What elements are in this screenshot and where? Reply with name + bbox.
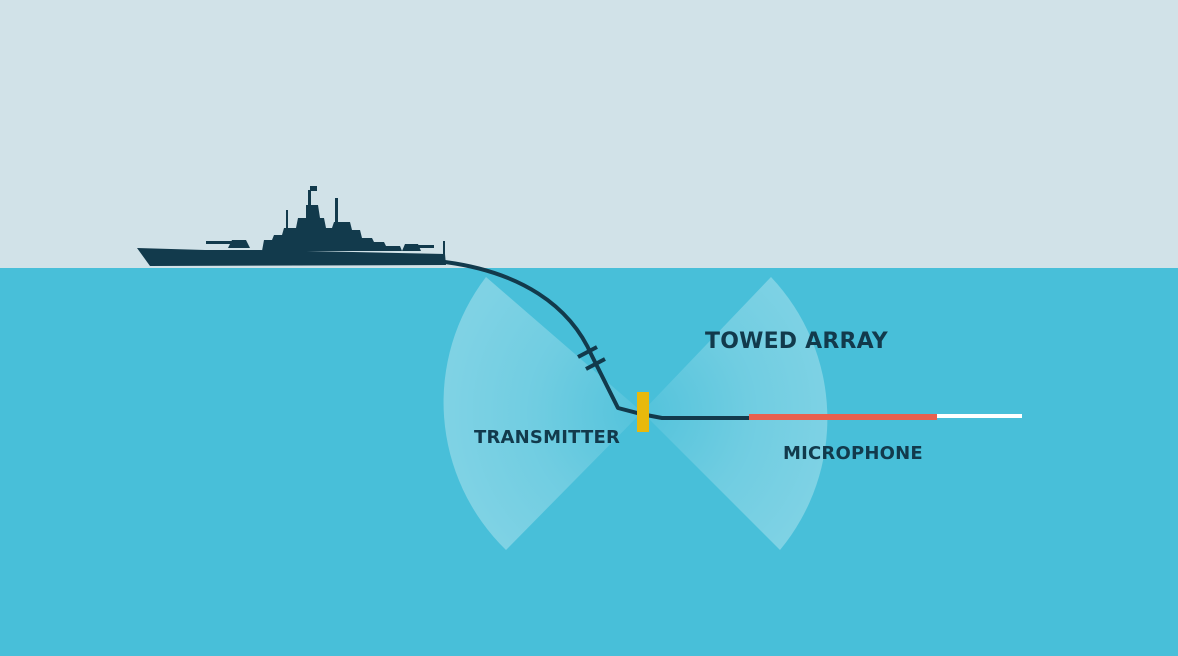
- ship-mast-small: [286, 210, 288, 230]
- ship-hull: [137, 248, 446, 266]
- cable-connector-mark-2: [585, 357, 606, 371]
- sonar-cone: [443, 277, 828, 550]
- tow-cable: [444, 260, 750, 420]
- microphone-label: MICROPHONE: [783, 443, 923, 464]
- warship: [137, 186, 446, 266]
- towed-array-label: TOWED ARRAY: [705, 329, 888, 354]
- ship-superstructure: [262, 205, 402, 251]
- transmitter-block: [637, 392, 649, 432]
- ship-mast-main: [308, 190, 311, 210]
- ship-stern-pole: [443, 241, 445, 255]
- ship-forward-gun: [206, 241, 234, 244]
- sky: [0, 0, 1178, 268]
- ship-rear-gun: [418, 245, 434, 248]
- ship-mast-rear: [335, 198, 338, 226]
- ship-rear-turret: [402, 244, 421, 251]
- sonar-cone-right: [642, 277, 828, 550]
- transmitter-label: TRANSMITTER: [474, 427, 621, 448]
- cable-connector-mark-1: [577, 345, 598, 359]
- ship-flag-icon: [310, 186, 317, 191]
- sonar-cone-left: [443, 277, 642, 550]
